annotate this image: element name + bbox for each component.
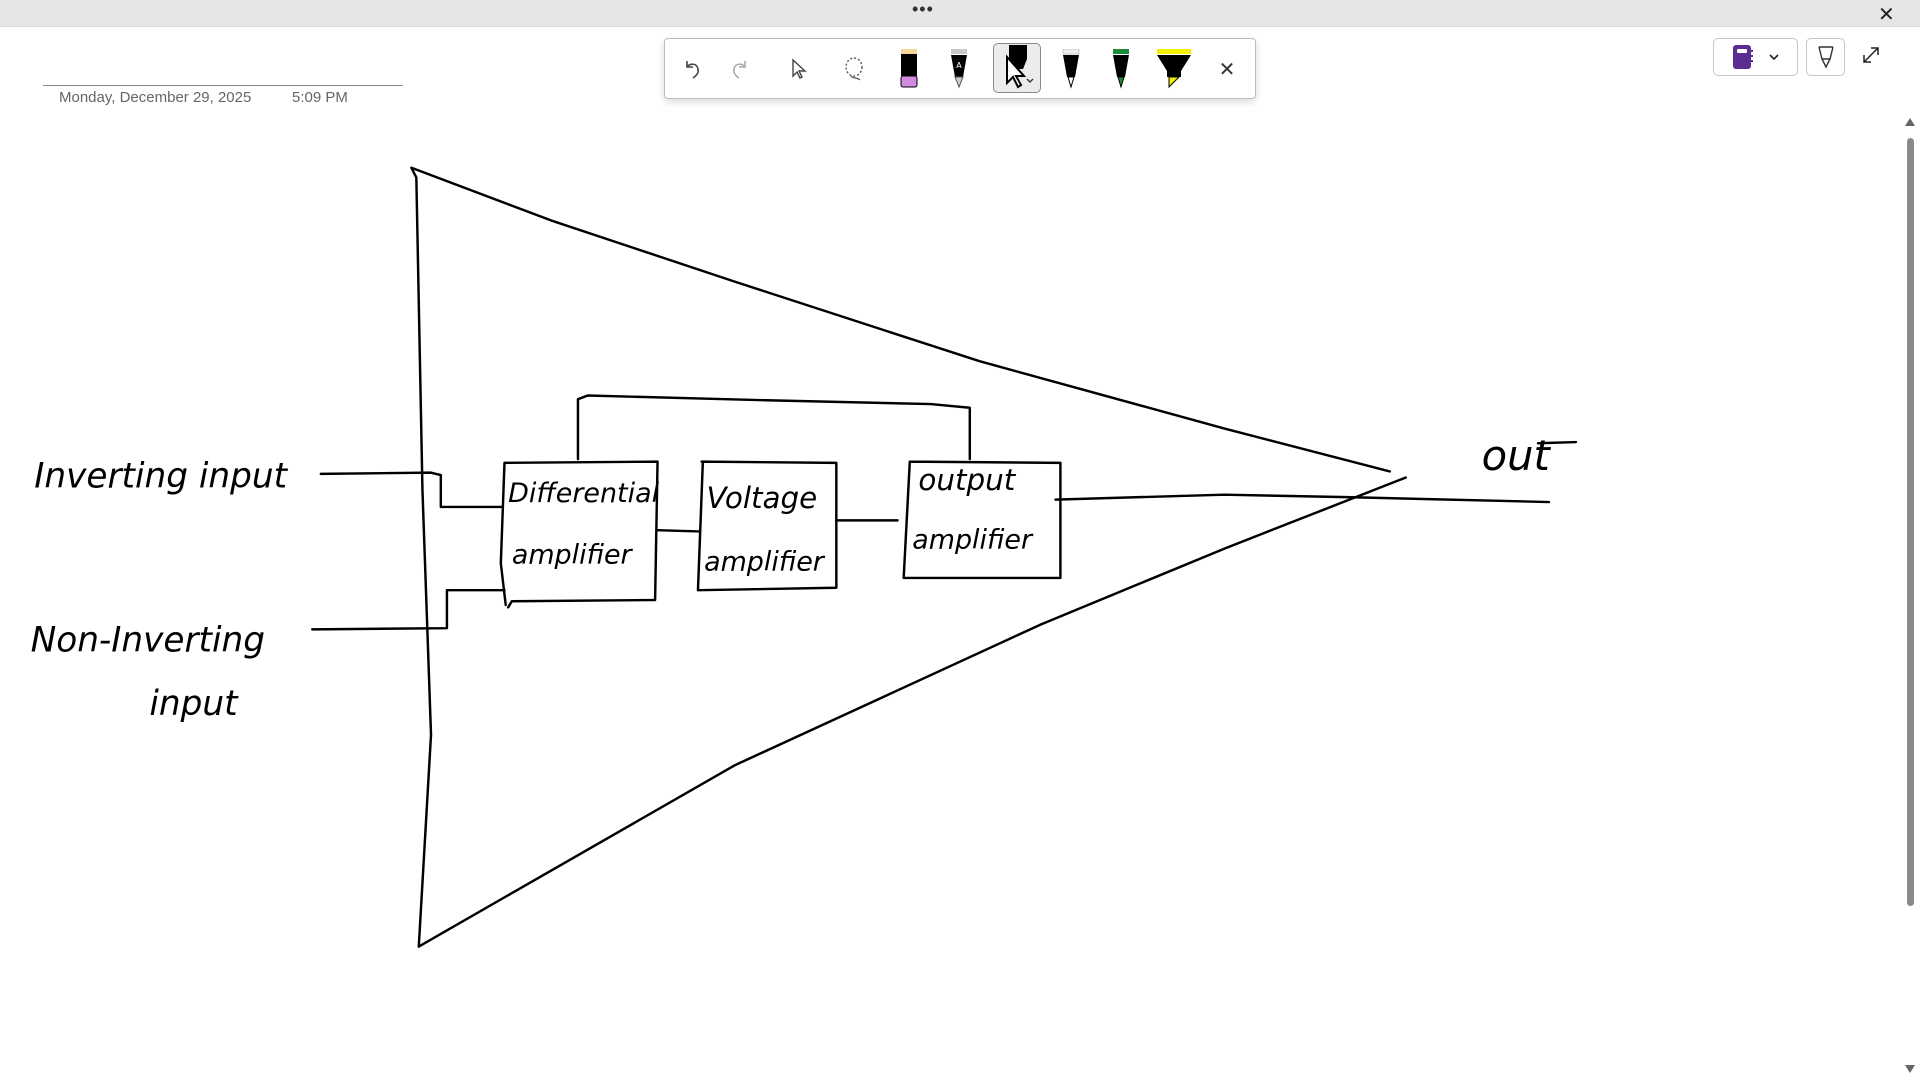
pen-green[interactable] [1099,47,1143,91]
redo-icon [733,61,746,79]
pen-icon [1062,49,1080,89]
feedback-wire [576,394,972,461]
voltage-amplifier-box [696,460,838,592]
scroll-up-icon[interactable] [1905,118,1915,126]
chevron-down-icon [1768,54,1779,61]
pen-letter: A [956,61,962,70]
page-date: Monday, December 29, 2025 [59,89,252,106]
non-inverting-input-wire [311,588,506,631]
redo-button[interactable] [717,47,761,91]
page-time: 5:09 PM [292,89,348,106]
scroll-down-icon[interactable] [1905,1065,1915,1073]
label-out: out [1482,431,1552,480]
expand-icon [1863,47,1879,63]
more-options-button[interactable]: ••• [912,0,934,19]
highlighter-icon [1157,49,1191,89]
marker-purple-icon [900,49,918,88]
pen-mode-button[interactable] [1806,38,1845,76]
pointer-icon [792,58,807,79]
label-diff-amplifier: amplifier [512,539,634,570]
select-objects-button[interactable] [777,47,821,91]
title-bar: ••• ✕ [0,0,1920,27]
output-amplifier-box [902,460,1062,580]
label-non-inverting: Non-Inverting [31,620,265,660]
pen-tip-icon [1817,46,1834,69]
notebook-icon [1732,45,1753,69]
label-output-amplifier: amplifier [912,525,1034,556]
label-voltage-amplifier: amplifier [704,547,826,578]
highlighter-yellow[interactable] [1147,47,1201,91]
pen-green-icon [1113,49,1129,89]
differential-amplifier-box [499,460,659,609]
scrollbar-thumb[interactable] [1907,138,1914,906]
label-output: output [918,463,1016,497]
vertical-scrollbar[interactable] [1902,115,1918,1080]
close-toolbar-button[interactable]: ✕ [1218,58,1236,81]
undo-button[interactable] [671,47,715,91]
diff-to-voltage-wire [656,528,701,533]
inverting-input-wire [319,471,504,509]
notebook-picker[interactable] [1713,38,1798,76]
label-inverting-input: Inverting input [34,456,288,496]
drawing-toolbar: A ✕ [664,38,1256,99]
label-voltage: Voltage [707,481,818,515]
out-underline [1536,440,1578,445]
opamp-triangle-left [410,166,433,948]
opamp-triangle-bottom [417,476,1407,948]
lasso-select-button[interactable] [833,47,877,91]
page-date-line: Monday, December 29, 2025 5:09 PM [43,85,403,106]
pen-black-a[interactable]: A [937,47,981,91]
lasso-icon [845,57,863,81]
expand-button[interactable] [1860,44,1882,71]
pen-icon: A [951,49,967,89]
label-input: input [149,684,239,724]
pen-selected-icon [1006,45,1034,89]
opamp-triangle-top [410,166,1392,473]
pen-purple[interactable] [887,47,931,91]
label-differential: Differential [508,478,659,509]
close-window-button[interactable]: ✕ [1878,4,1895,26]
output-wire [1054,493,1551,504]
pen-black-selected[interactable] [993,43,1041,93]
pen-black[interactable] [1049,47,1093,91]
undo-icon [686,61,699,79]
